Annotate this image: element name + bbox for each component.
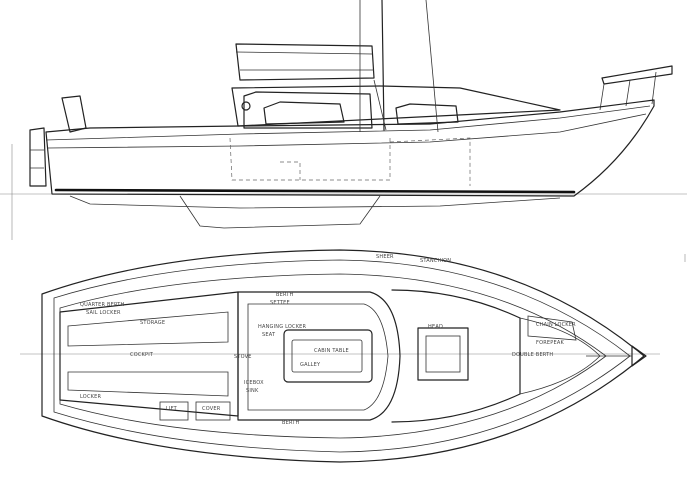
mast (381, 0, 385, 131)
cockpit-seat-port (67, 311, 229, 347)
label-quarter-berth: QUARTER BERTH (80, 302, 125, 308)
dodger-seams (235, 51, 374, 71)
rubrail-line (47, 113, 647, 149)
rudder-hatching (30, 149, 44, 169)
forward-hatch-inner (425, 335, 461, 373)
cabin-sole (229, 137, 391, 181)
cabin-top-inner (247, 303, 389, 411)
label-hanging-locker: HANGING LOCKER (258, 324, 307, 330)
label-sink: SINK (246, 388, 259, 394)
forward-bulkhead (389, 137, 471, 186)
label-forepeak: FOREPEAK (536, 340, 564, 346)
forward-hatch (417, 327, 469, 381)
profile-view (0, 0, 687, 262)
porthole (241, 101, 251, 111)
bottom-line (69, 195, 561, 209)
hull-profile (45, 99, 655, 197)
label-sail-locker: SAIL LOCKER (86, 310, 121, 316)
plan-view: SHEER STANCHION QUARTER BERTH SAIL LOCKE… (20, 249, 660, 463)
label-head: HEAD (428, 324, 443, 330)
label-locker: LOCKER (80, 394, 101, 400)
label-chain-locker: CHAIN LOCKER (536, 322, 576, 328)
label-berth-bottom: BERTH (282, 420, 300, 426)
chain-locker (527, 315, 577, 341)
label-galley: GALLEY (300, 362, 321, 368)
pulpit-legs (599, 71, 657, 111)
stay-aft (373, 79, 387, 131)
label-stanchion: STANCHION (420, 258, 451, 264)
cabin-top (237, 291, 401, 421)
settee-profile (280, 161, 301, 180)
label-icebox: ICEBOX (244, 380, 264, 386)
main-hatch (283, 329, 373, 383)
forestay (425, 0, 439, 133)
bow-pulpit (601, 65, 673, 85)
label-double-berth: DOUBLE BERTH (512, 352, 553, 358)
keel (179, 195, 381, 229)
sheer-line (45, 105, 651, 141)
label-berth-top: BERTH (276, 292, 294, 298)
companionway (243, 91, 373, 129)
forward-cabin (391, 289, 521, 423)
label-cockpit: COCKPIT (130, 352, 154, 358)
window-forward (395, 103, 459, 125)
locker-cover (195, 401, 231, 421)
cockpit-seat-stbd (67, 371, 229, 397)
label-sheer: SHEER (376, 254, 394, 260)
label-stove: STOVE (234, 354, 252, 360)
cabin-trunk (231, 85, 561, 127)
stern-pulpit (61, 95, 87, 133)
label-cabin-table: CABIN TABLE (314, 348, 349, 354)
boot-top (54, 188, 576, 194)
deck-outline (41, 249, 645, 463)
rudder (29, 127, 47, 187)
label-lift: LIFT (166, 406, 178, 412)
cabin-table (291, 339, 363, 373)
label-seat: SEAT (262, 332, 276, 338)
locker-lift (159, 401, 189, 421)
label-cover: COVER (202, 406, 221, 412)
window-aft (263, 101, 345, 125)
label-storage: STORAGE (140, 320, 165, 326)
dodger (235, 43, 375, 81)
label-settee: SETTEE (270, 300, 290, 306)
